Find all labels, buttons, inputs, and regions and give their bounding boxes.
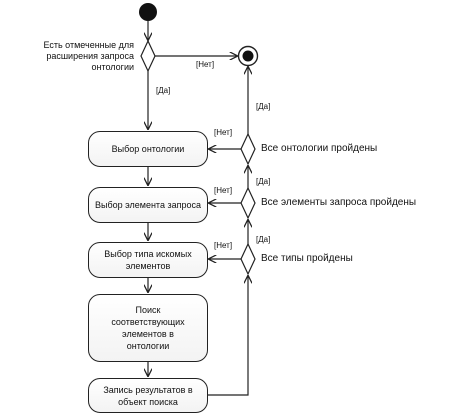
activity-record-results: Запись результатов в объект поиска bbox=[88, 378, 208, 413]
guard-no-ontologies: [Нет] bbox=[214, 128, 233, 137]
guard-no-types: [Нет] bbox=[214, 241, 233, 250]
guard-no-elements: [Нет] bbox=[214, 186, 233, 195]
guard-no-final: [Нет] bbox=[196, 60, 215, 69]
initial-node bbox=[139, 3, 157, 21]
activity-select-ontology: Выбор онтологии bbox=[88, 131, 208, 167]
decision-types bbox=[240, 242, 256, 276]
decision-ontologies bbox=[240, 132, 256, 166]
decision-question bbox=[140, 39, 156, 73]
guard-yes-types: [Да] bbox=[256, 235, 271, 244]
decision-elements bbox=[240, 186, 256, 220]
guard-yes-elements: [Да] bbox=[256, 177, 271, 186]
decision-question-label: Есть отмеченные для расширения запроса о… bbox=[43, 40, 134, 72]
condition-types-done: Все типы пройдены bbox=[261, 253, 353, 264]
flow-record-to-types-decision bbox=[208, 276, 248, 396]
activity-select-type: Выбор типа искомых элементов bbox=[88, 242, 208, 278]
condition-elements-done: Все элементы запроса пройдены bbox=[261, 197, 417, 208]
activity-select-element: Выбор элемента запроса bbox=[88, 187, 208, 223]
final-node bbox=[237, 45, 259, 67]
activity-search-elements: Поиск соответствующих элементов в онтоло… bbox=[88, 294, 208, 362]
guard-yes-ontologies: [Да] bbox=[256, 102, 271, 111]
guard-yes-question: [Да] bbox=[156, 86, 171, 95]
condition-ontologies-done: Все онтологии пройдены bbox=[261, 143, 378, 154]
